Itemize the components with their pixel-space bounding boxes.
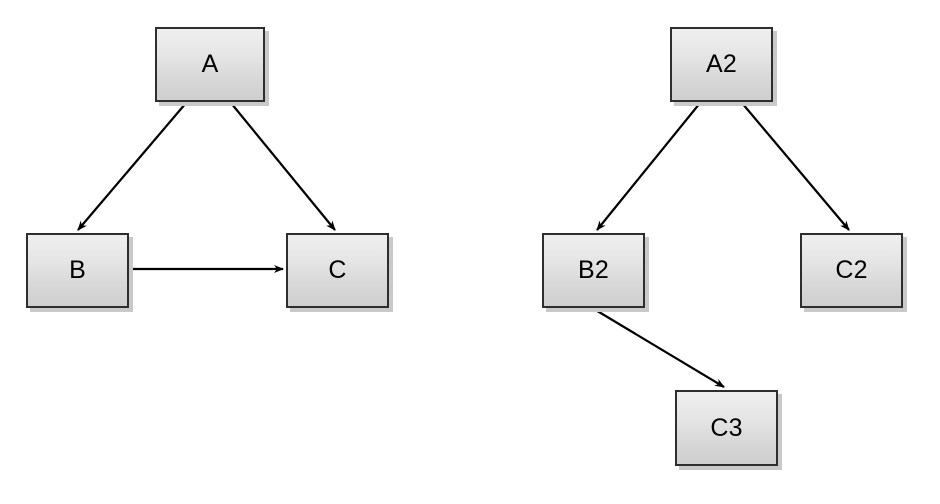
- node-c3[interactable]: C3: [675, 390, 778, 466]
- node-a2[interactable]: A2: [670, 27, 773, 102]
- edge-a-to-c: [230, 102, 336, 231]
- node-label-b: B: [69, 256, 86, 284]
- node-label-c2: C2: [835, 256, 868, 284]
- node-b[interactable]: B: [26, 233, 129, 308]
- edge-a-to-b: [77, 102, 187, 231]
- node-label-b2: B2: [578, 256, 609, 284]
- node-b2[interactable]: B2: [542, 233, 645, 308]
- node-label-a2: A2: [706, 50, 737, 78]
- node-c[interactable]: C: [286, 233, 389, 308]
- node-label-a: A: [201, 50, 219, 78]
- edge-b2-to-c3: [593, 308, 725, 388]
- edge-a2-to-c2: [741, 102, 850, 231]
- edges-group: [77, 102, 850, 388]
- node-label-c: C: [328, 256, 347, 284]
- node-a[interactable]: A: [155, 27, 265, 102]
- node-c2[interactable]: C2: [800, 233, 903, 308]
- edge-a2-to-b2: [596, 102, 701, 231]
- node-label-c3: C3: [710, 413, 743, 442]
